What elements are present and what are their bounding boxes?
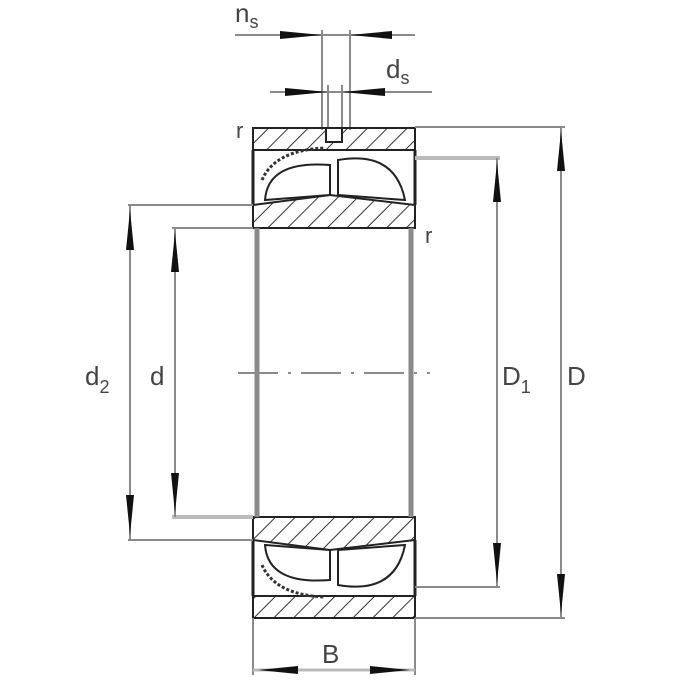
label-B: B — [322, 639, 339, 669]
label-d: d — [150, 361, 164, 391]
label-D: D — [567, 361, 586, 391]
D1-dimension — [415, 156, 501, 588]
d-dimension — [171, 227, 253, 519]
ns-dimension — [235, 30, 415, 130]
upper-bearing-section — [251, 127, 417, 229]
B-dimension — [252, 618, 416, 675]
D-dimension — [415, 126, 565, 619]
label-ds: ds — [386, 54, 409, 88]
label-r-top: r — [236, 118, 243, 143]
label-r-right: r — [425, 223, 432, 248]
label-ns: ns — [235, 0, 258, 32]
lower-bearing-section — [251, 516, 417, 619]
label-D1: D1 — [502, 361, 531, 397]
d2-dimension — [126, 204, 253, 541]
ds-dimension — [270, 85, 432, 130]
label-d2: d2 — [85, 361, 109, 397]
